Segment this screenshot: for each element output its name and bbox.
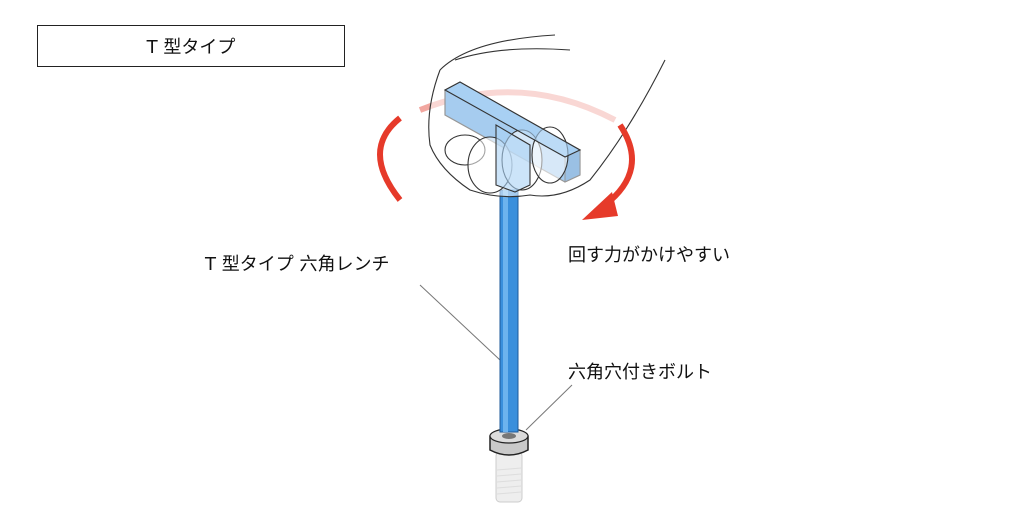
- hand-illustration: [428, 34, 666, 198]
- arrowhead-icon: [582, 192, 618, 220]
- wrench-leader-line: [419, 284, 501, 361]
- benefit-label: 回す力がかけやすい: [568, 245, 730, 266]
- page-title: T 型タイプ: [37, 25, 345, 67]
- hex-socket-bolt: [489, 428, 529, 503]
- bolt-leader-line: [525, 384, 573, 431]
- rotation-arrow-right: [603, 123, 635, 208]
- rotation-arrow-left: [377, 115, 403, 202]
- wrench-label: T 型タイプ 六角レンチ: [205, 254, 390, 275]
- bolt-label: 六角穴付きボルト: [568, 362, 712, 383]
- wrench-shaft: [499, 189, 519, 433]
